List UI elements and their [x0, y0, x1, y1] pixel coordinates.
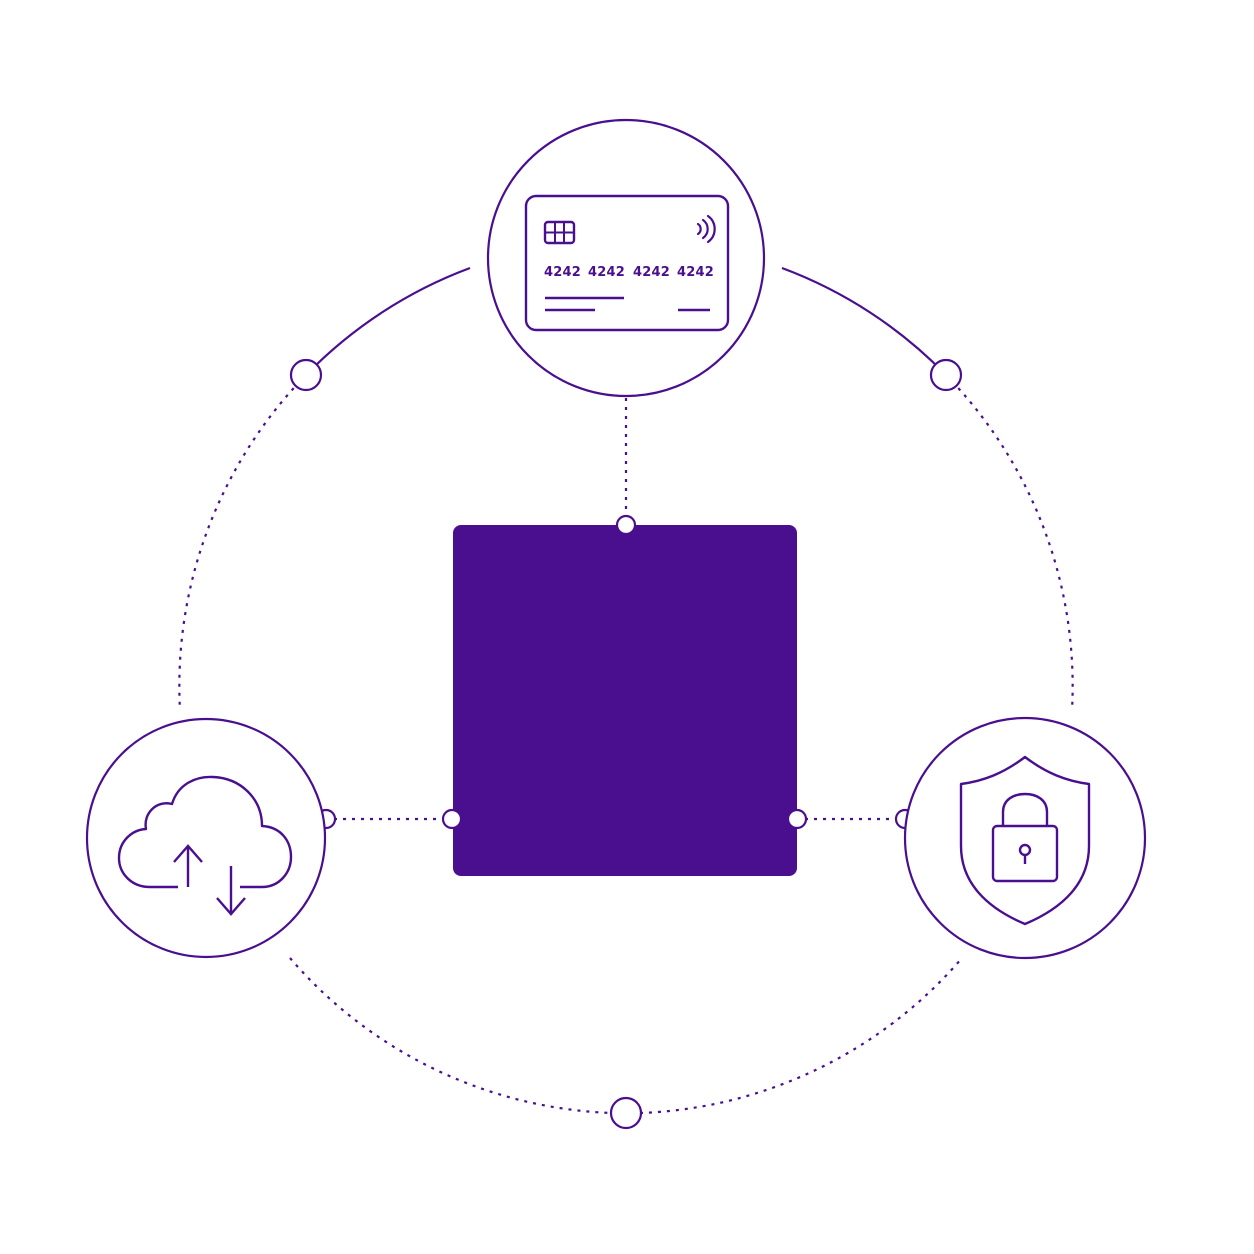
- node-cloud[interactable]: [85, 717, 327, 959]
- card-number-group-2: 4242: [588, 265, 625, 280]
- credit-card-icon: 4242 4242 4242 4242: [524, 194, 730, 332]
- ring-arc-bottom-left: [289, 957, 613, 1115]
- connector-dot-left-block: [441, 808, 463, 830]
- node-security[interactable]: [903, 716, 1147, 960]
- card-number-group-1: 4242: [544, 265, 581, 280]
- card-number-group-3: 4242: [633, 265, 670, 280]
- cloud-sync-icon: [117, 775, 293, 916]
- node-security-circle: [903, 716, 1147, 960]
- node-cloud-circle: [85, 717, 327, 959]
- ring-dot-top-right: [929, 358, 963, 392]
- node-payment-circle: [486, 118, 766, 398]
- center-block[interactable]: [453, 525, 797, 876]
- contactless-icon: [696, 214, 716, 244]
- ring-arc-top-right: [781, 266, 947, 376]
- padlock-icon: [991, 792, 1059, 883]
- ring-arc-left: [178, 374, 307, 711]
- card-chip-icon: [543, 220, 576, 245]
- node-payment[interactable]: 4242 4242 4242 4242: [486, 118, 766, 398]
- ring-arc-right: [945, 374, 1074, 711]
- card-number-group-4: 4242: [677, 265, 714, 280]
- ring-arc-top-left: [305, 266, 471, 376]
- ring-dot-top-left: [289, 358, 323, 392]
- shield-lock-icon: [959, 755, 1091, 926]
- ring-dot-bottom: [609, 1096, 643, 1130]
- connector-dot-right-block: [786, 808, 808, 830]
- connector-dot-top: [615, 514, 637, 536]
- ring-arc-bottom-right: [639, 957, 963, 1115]
